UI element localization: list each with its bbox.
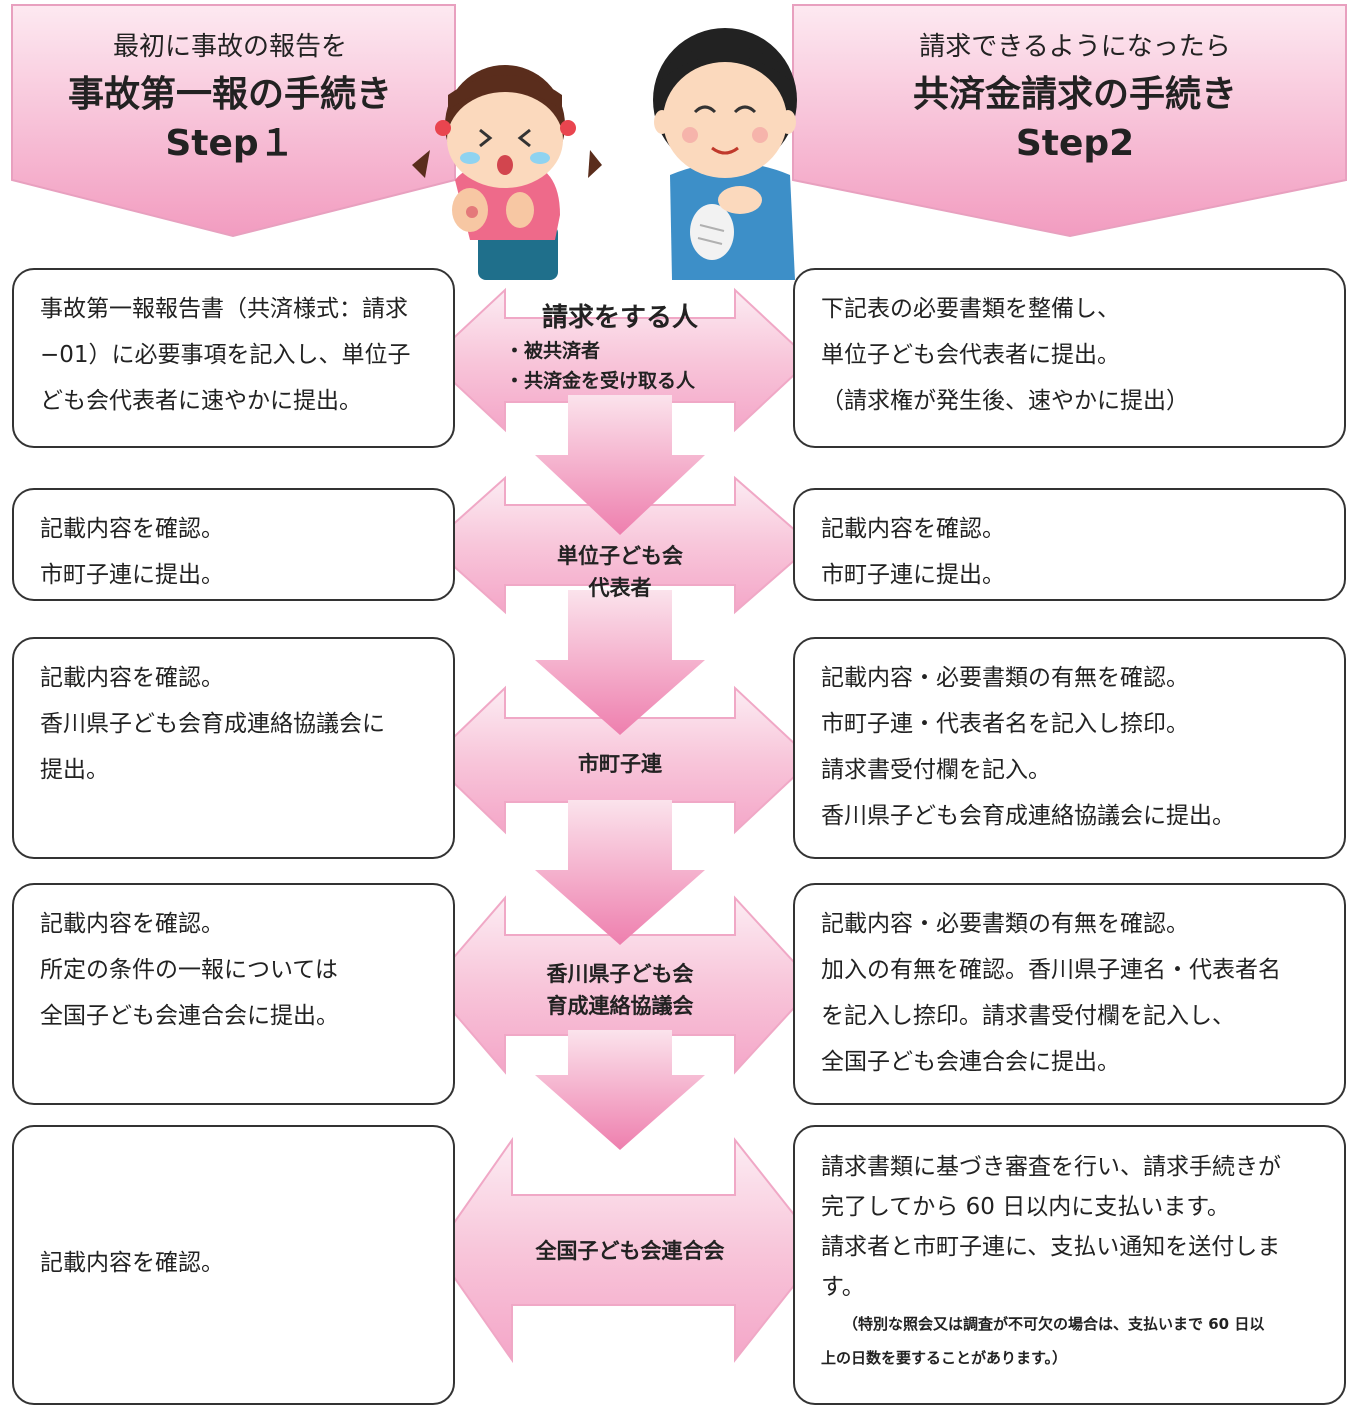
box-line: 全国子ども会連合会に提出。 — [40, 1003, 339, 1029]
box-line: 香川県子ども会育成連絡協議会に提出。 — [821, 803, 1235, 829]
claimant-title: 請求をする人 — [541, 303, 698, 333]
box-line: 単位子ども会代表者に提出。 — [821, 342, 1120, 368]
right-step-box-4: 記載内容・必要書類の有無を確認。 加入の有無を確認。香川県子連名・代表者名 を記… — [793, 883, 1346, 1105]
box-line: 市町子連・代表者名を記入し捺印。 — [821, 711, 1189, 737]
box-line: 完了してから 60 日以内に支払います。 — [821, 1194, 1230, 1220]
left-step-box-2: 記載内容を確認。 市町子連に提出。 — [12, 488, 455, 601]
box-line: 請求書受付欄を記入。 — [821, 757, 1051, 783]
box-line: 所定の条件の一報については — [40, 957, 338, 983]
box-line: 全国子ども会連合会に提出。 — [821, 1049, 1120, 1075]
box-line: を記入し捺印。請求書受付欄を記入し、 — [821, 1003, 1235, 1029]
left-step-box-1: 事故第一報報告書（共済様式：請求 −01）に必要事項を記入し、単位子 ども会代表… — [12, 268, 455, 448]
box-line: 記載内容を確認。 — [40, 516, 224, 542]
stage-label-prefecture: 香川県子ども会 育成連絡協議会 — [510, 958, 730, 1022]
header-right-arrow — [792, 4, 1347, 238]
box-line: 請求書類に基づき審査を行い、請求手続きが — [821, 1154, 1281, 1180]
box-line: −01）に必要事項を記入し、単位子 — [40, 342, 411, 368]
box-line: 記載内容を確認。 — [40, 911, 224, 937]
header-step1-title: 事故第一報の手続き — [67, 74, 392, 115]
box-line: （請求権が発生後、速やかに提出） — [821, 388, 1189, 414]
box-line: 加入の有無を確認。香川県子連名・代表者名 — [821, 957, 1281, 983]
box-line: 記載内容・必要書類の有無を確認。 — [821, 911, 1189, 937]
double-arrows — [428, 287, 824, 1364]
box-line: 市町子連に提出。 — [40, 562, 224, 588]
header-step2-title: 共済金請求の手続き — [912, 74, 1237, 115]
claimant-item: ・被共済者 — [505, 340, 601, 362]
box-note: （特別な照会又は調査が不可欠の場合は、支払いまで 60 日以 — [843, 1315, 1265, 1333]
header-step1: 最初に事故の報告を 事故第一報の手続き Step１ — [15, 30, 445, 168]
header-left-arrow — [11, 4, 456, 238]
box-line: 記載内容を確認。 — [821, 516, 1005, 542]
right-step-box-2: 記載内容を確認。 市町子連に提出。 — [793, 488, 1346, 601]
header-step2-sub: 請求できるようになったら — [919, 32, 1231, 62]
box-line: 香川県子ども会育成連絡協議会に — [40, 711, 385, 737]
down-arrows — [535, 395, 705, 1150]
claimant-block: 請求をする人 ・被共済者 ・共済金を受け取る人 — [505, 300, 735, 396]
header-step1-sub: 最初に事故の報告を — [112, 32, 347, 62]
box-line: す。 — [821, 1274, 865, 1300]
boy-bandage-illustration — [653, 28, 797, 280]
stage-label-national: 全国子ども会連合会 — [505, 1235, 755, 1267]
header-step2-step: Step2 — [1015, 123, 1135, 164]
stage-label-line: 市町子連 — [578, 752, 662, 776]
stage-label-line: 全国子ども会連合会 — [535, 1239, 725, 1263]
stage-label-line: 香川県子ども会 — [546, 962, 694, 986]
left-step-box-4: 記載内容を確認。 所定の条件の一報については 全国子ども会連合会に提出。 — [12, 883, 455, 1105]
claimant-item: ・共済金を受け取る人 — [505, 370, 696, 392]
box-line: 事故第一報報告書（共済様式：請求 — [40, 296, 408, 322]
right-step-box-5: 請求書類に基づき審査を行い、請求手続きが 完了してから 60 日以内に支払います… — [793, 1125, 1346, 1405]
box-line: 下記表の必要書類を整備し、 — [821, 296, 1120, 322]
left-step-box-3: 記載内容を確認。 香川県子ども会育成連絡協議会に 提出。 — [12, 637, 455, 859]
box-line: 記載内容・必要書類の有無を確認。 — [821, 665, 1189, 691]
header-step2: 請求できるようになったら 共済金請求の手続き Step2 — [860, 30, 1290, 168]
box-line: 記載内容を確認。 — [40, 1250, 224, 1276]
box-line: 記載内容を確認。 — [40, 665, 224, 691]
box-note: 上の日数を要することがあります。） — [821, 1349, 1068, 1367]
right-step-box-1: 下記表の必要書類を整備し、 単位子ども会代表者に提出。 （請求権が発生後、速やか… — [793, 268, 1346, 448]
stage-label-city: 市町子連 — [520, 748, 720, 780]
box-line: 市町子連に提出。 — [821, 562, 1005, 588]
left-step-box-5: 記載内容を確認。 — [12, 1125, 455, 1405]
stage-label-unit: 単位子ども会 代表者 — [520, 540, 720, 604]
box-line: 請求者と市町子連に、支払い通知を送付しま — [821, 1234, 1281, 1260]
crying-girl-illustration — [412, 65, 602, 280]
stage-label-line: 代表者 — [588, 576, 652, 600]
stage-label-line: 育成連絡協議会 — [546, 994, 694, 1018]
box-line: ども会代表者に速やかに提出。 — [40, 388, 362, 414]
right-step-box-3: 記載内容・必要書類の有無を確認。 市町子連・代表者名を記入し捺印。 請求書受付欄… — [793, 637, 1346, 859]
header-step1-step: Step１ — [165, 123, 295, 164]
stage-label-line: 単位子ども会 — [557, 544, 683, 568]
box-line: 提出。 — [40, 757, 109, 783]
